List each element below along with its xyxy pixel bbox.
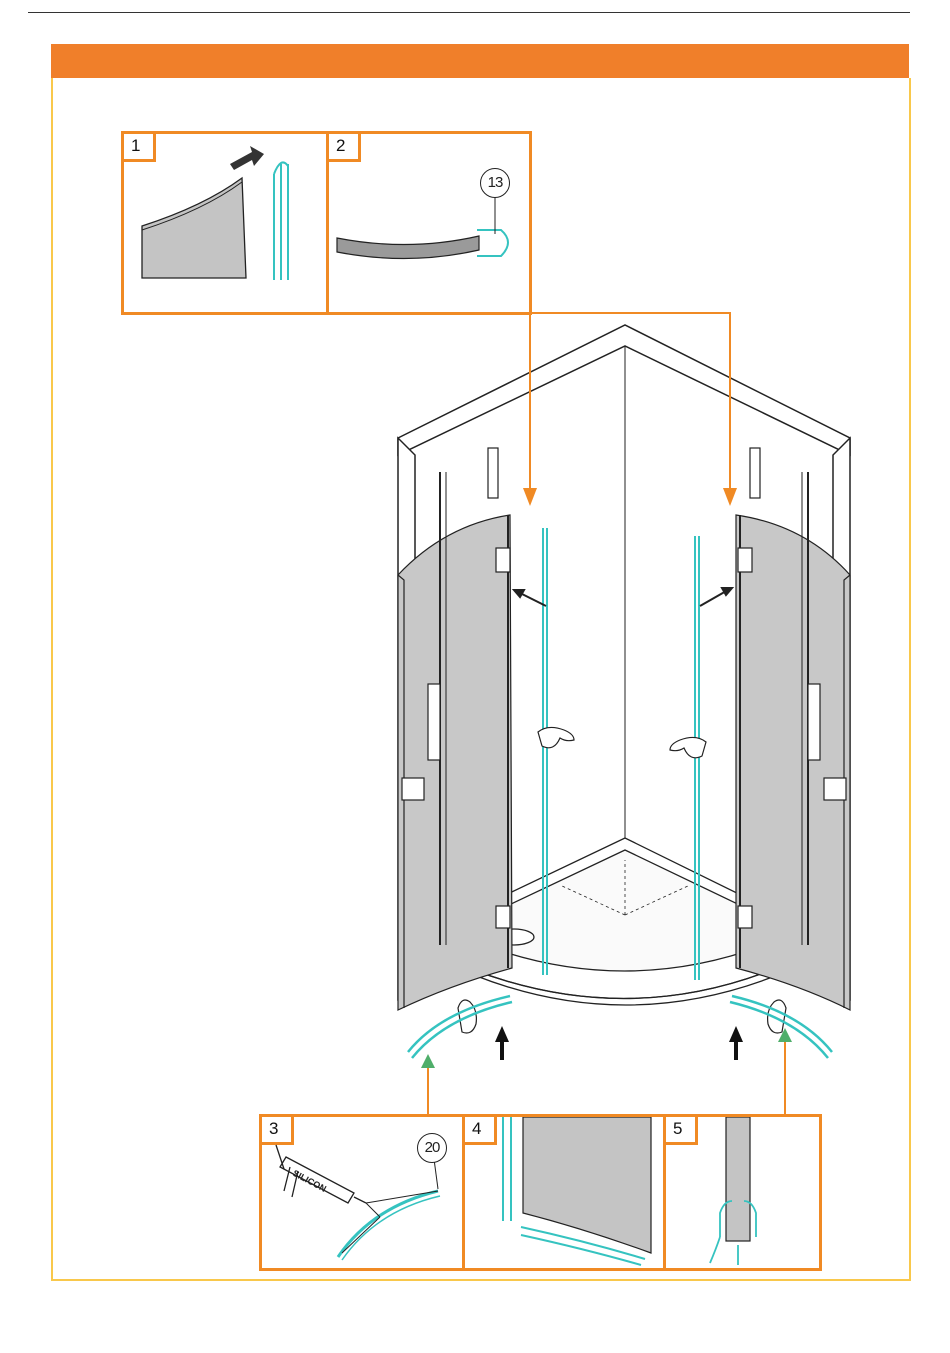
step-5-panel: 5 bbox=[663, 1114, 822, 1271]
part-20-callout: 20 bbox=[417, 1133, 447, 1163]
step-4-panel: 4 bbox=[462, 1114, 666, 1271]
push-arrow-icon bbox=[495, 1026, 743, 1060]
step-2-panel: 2 13 bbox=[326, 131, 532, 315]
step-2-illustration bbox=[329, 134, 529, 312]
seal-profile-icon bbox=[274, 162, 288, 280]
slide-off-arrow-icon bbox=[230, 146, 264, 170]
step-4-illustration bbox=[465, 1117, 663, 1268]
step-1-panel: 1 bbox=[121, 131, 329, 315]
step-3-panel: 3 SILICON 20 bbox=[259, 1114, 465, 1271]
step-5-illustration bbox=[666, 1117, 819, 1268]
step-1-illustration bbox=[124, 134, 326, 312]
part-13-callout: 13 bbox=[480, 168, 510, 198]
